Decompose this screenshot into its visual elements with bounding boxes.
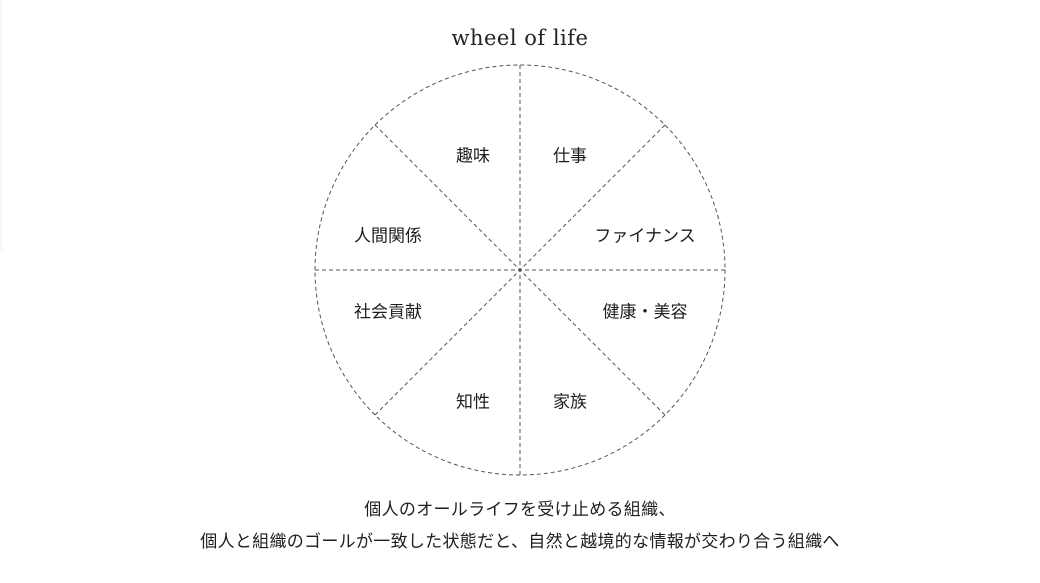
left-edge-shadow <box>0 0 3 250</box>
divider-diagonal-b <box>374 124 666 416</box>
segment-label-relationships: 人間関係 <box>354 226 422 247</box>
segment-label-social: 社会貢献 <box>354 302 422 323</box>
caption-line-2: 個人と組織のゴールが一致した状態だと、自然と越境的な情報が交わり合う組織へ <box>200 532 840 552</box>
segment-label-health: 健康・美容 <box>602 302 688 323</box>
segment-label-finance: ファイナンス <box>594 226 696 247</box>
segment-label-intellect: 知性 <box>456 392 490 413</box>
segment-label-hobby: 趣味 <box>456 146 490 167</box>
caption-line-1: 個人のオールライフを受け止める組織、 <box>364 500 676 520</box>
diagram-title: wheel of life <box>451 26 589 50</box>
segment-label-family: 家族 <box>553 392 587 413</box>
segment-label-work: 仕事 <box>553 146 587 167</box>
